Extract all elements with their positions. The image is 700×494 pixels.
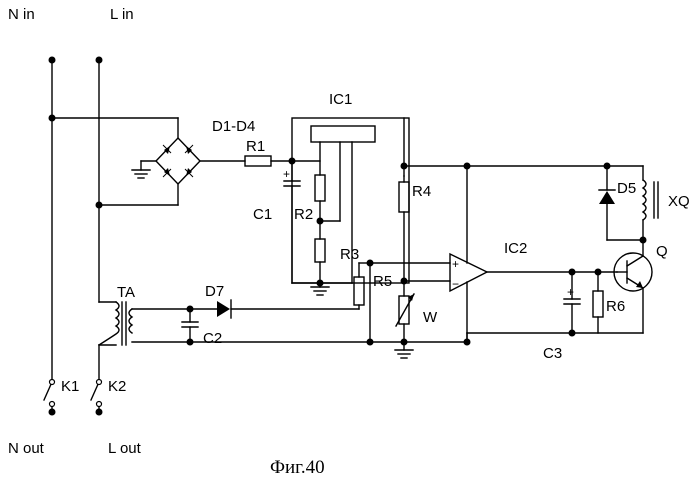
label-r1: R1	[246, 138, 265, 155]
label-w: W	[423, 309, 438, 326]
ground-ic1	[311, 287, 329, 295]
switch-k1	[44, 380, 56, 416]
resistor-r6	[593, 272, 603, 333]
capacitor-c3: +	[564, 272, 580, 333]
svg-text:+: +	[567, 285, 574, 299]
label-r2: R2	[294, 206, 313, 223]
label-n-out: N out	[8, 440, 45, 457]
label-c2: C2	[203, 330, 222, 347]
label-ic1: IC1	[329, 91, 352, 108]
label-c3: C3	[543, 345, 562, 362]
label-r6: R6	[606, 298, 625, 315]
ground-w	[395, 350, 413, 358]
capacitor-c2	[182, 309, 198, 342]
ic2-minus: −	[452, 277, 459, 291]
diode-d7	[190, 300, 359, 318]
label-r5: R5	[373, 273, 392, 290]
switch-k2	[91, 380, 103, 416]
label-ic2: IC2	[504, 240, 527, 257]
label-l-out: L out	[108, 440, 142, 457]
ic2-plus: +	[452, 257, 459, 271]
resistor-r1	[245, 156, 320, 166]
label-k1: K1	[61, 378, 79, 395]
transformer-ta	[99, 302, 190, 345]
label-ta: TA	[117, 284, 135, 301]
svg-text:+: +	[283, 167, 290, 181]
label-xq: XQ	[668, 193, 690, 210]
label-q: Q	[656, 243, 668, 260]
label-d1-d4: D1-D4	[212, 118, 255, 135]
diode-d5	[599, 166, 643, 240]
ic2-opamp: + −	[450, 166, 617, 342]
label-n-in: N in	[8, 6, 35, 23]
label-r4: R4	[412, 183, 431, 200]
relay-coil-xq	[643, 166, 658, 240]
figure-caption: Фиг.40	[270, 457, 325, 478]
label-c1: C1	[253, 206, 272, 223]
label-k2: K2	[108, 378, 126, 395]
label-r3: R3	[340, 246, 359, 263]
label-d7: D7	[205, 283, 224, 300]
resistor-r3	[354, 263, 370, 309]
label-l-in: L in	[110, 6, 134, 23]
transistor-q	[614, 240, 652, 333]
label-d5: D5	[617, 180, 636, 197]
